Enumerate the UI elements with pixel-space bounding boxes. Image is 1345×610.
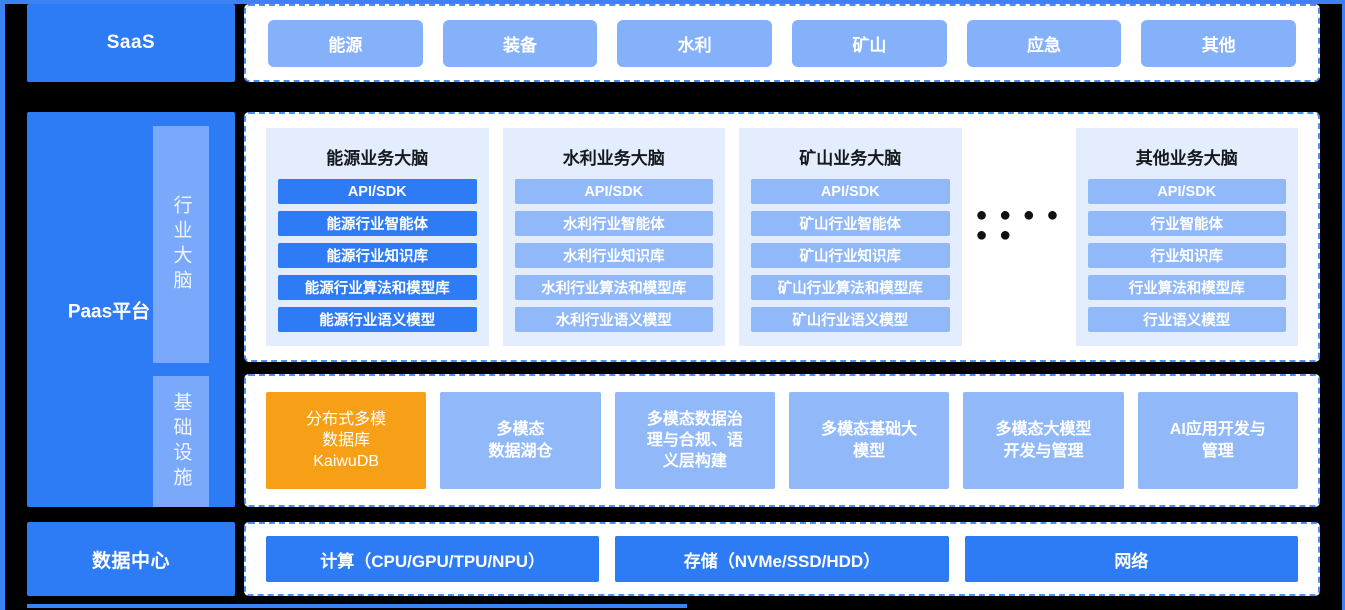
brain-ellipsis: ● ● ● ● ● ● — [976, 128, 1062, 346]
brain-card-water: 水利业务大脑 API/SDK 水利行业智能体 水利行业知识库 水利行业算法和模型… — [502, 128, 725, 346]
paas-strip-industry-brain-text: 行业大脑 — [170, 194, 192, 295]
datacenter-chip-storage[interactable]: 存储（NVMe/SSD/HDD） — [615, 536, 949, 582]
brain-item[interactable]: API/SDK — [278, 179, 477, 204]
datacenter-chip-compute[interactable]: 计算（CPU/GPU/TPU/NPU） — [266, 536, 600, 582]
saas-app-chip[interactable]: 能源 — [268, 19, 423, 67]
infrastructure-chip[interactable]: 多模态大模型 开发与管理 — [963, 392, 1124, 489]
industry-brain-panel: 能源业务大脑 API/SDK 能源行业智能体 能源行业知识库 能源行业算法和模型… — [244, 112, 1320, 362]
infrastructure-chip[interactable]: 多模态 数据湖仓 — [440, 392, 601, 489]
brain-item[interactable]: 行业智能体 — [1087, 211, 1286, 236]
bottom-rule — [27, 604, 687, 608]
paas-strip-infrastructure-text: 基础设施 — [170, 391, 192, 492]
saas-app-chip[interactable]: 应急 — [966, 19, 1122, 67]
saas-app-chip[interactable]: 水利 — [617, 19, 773, 67]
brain-item[interactable]: 能源行业语义模型 — [278, 307, 477, 332]
infrastructure-panel: 分布式多模 数据库 KaiwuDB 多模态 数据湖仓 多模态数据治 理与合规、语… — [244, 374, 1320, 507]
infrastructure-chip-kaiwudb[interactable]: 分布式多模 数据库 KaiwuDB — [266, 392, 427, 489]
saas-layer-label: SaaS — [27, 4, 235, 82]
brain-card-title: 能源业务大脑 — [326, 149, 429, 168]
paas-strip-infrastructure: 基础设施 — [153, 376, 209, 507]
brain-card-mining: 矿山业务大脑 API/SDK 矿山行业智能体 矿山行业知识库 矿山行业算法和模型… — [739, 128, 962, 346]
infrastructure-chip[interactable]: AI应用开发与 管理 — [1137, 392, 1298, 489]
saas-apps-panel: 能源 装备 水利 矿山 应急 其他 — [244, 4, 1320, 82]
brain-item[interactable]: 矿山行业知识库 — [751, 243, 950, 268]
infrastructure-chip[interactable]: 多模态数据治 理与合规、语 义层构建 — [614, 392, 775, 489]
paas-layer-label-text: Paas平台 — [67, 301, 151, 322]
brain-item[interactable]: 行业语义模型 — [1087, 307, 1286, 332]
brain-card-title: 其他业务大脑 — [1135, 149, 1238, 168]
brain-item[interactable]: 能源行业知识库 — [278, 243, 477, 268]
brain-card-title: 水利业务大脑 — [562, 149, 665, 168]
saas-app-chip[interactable]: 装备 — [442, 19, 598, 67]
brain-item[interactable]: 能源行业算法和模型库 — [278, 275, 477, 300]
brain-item[interactable]: 行业算法和模型库 — [1087, 275, 1286, 300]
brain-item[interactable]: 矿山行业语义模型 — [751, 307, 950, 332]
brain-item[interactable]: 水利行业智能体 — [514, 211, 713, 236]
datacenter-panel: 计算（CPU/GPU/TPU/NPU） 存储（NVMe/SSD/HDD） 网络 — [244, 522, 1320, 596]
datacenter-layer-label: 数据中心 — [27, 522, 235, 596]
brain-item[interactable]: 行业知识库 — [1087, 243, 1286, 268]
datacenter-chip-network[interactable]: 网络 — [964, 536, 1298, 582]
saas-layer-label-text: SaaS — [106, 32, 156, 53]
brain-item[interactable]: 能源行业智能体 — [278, 211, 477, 236]
brain-item[interactable]: 水利行业算法和模型库 — [514, 275, 713, 300]
brain-item[interactable]: 矿山行业算法和模型库 — [751, 275, 950, 300]
paas-layer-label: Paas平台 行业大脑 基础设施 — [27, 112, 235, 507]
brain-item[interactable]: API/SDK — [514, 179, 713, 204]
brain-ellipsis-text: ● ● ● ● ● ● — [975, 204, 1062, 246]
datacenter-layer-label-text: 数据中心 — [91, 550, 170, 572]
brain-item[interactable]: API/SDK — [1087, 179, 1286, 204]
brain-card-title: 矿山业务大脑 — [799, 149, 902, 168]
saas-app-chip[interactable]: 矿山 — [792, 19, 947, 67]
brain-item[interactable]: 矿山行业智能体 — [751, 211, 950, 236]
brain-item[interactable]: API/SDK — [751, 179, 950, 204]
saas-app-chip[interactable]: 其他 — [1141, 19, 1297, 67]
brain-card-other: 其他业务大脑 API/SDK 行业智能体 行业知识库 行业算法和模型库 行业语义… — [1075, 128, 1298, 346]
brain-item[interactable]: 水利行业知识库 — [514, 243, 713, 268]
brain-card-energy: 能源业务大脑 API/SDK 能源行业智能体 能源行业知识库 能源行业算法和模型… — [266, 128, 489, 346]
brain-item[interactable]: 水利行业语义模型 — [514, 307, 713, 332]
paas-strip-industry-brain: 行业大脑 — [153, 126, 209, 363]
infrastructure-chip[interactable]: 多模态基础大 模型 — [788, 392, 950, 489]
